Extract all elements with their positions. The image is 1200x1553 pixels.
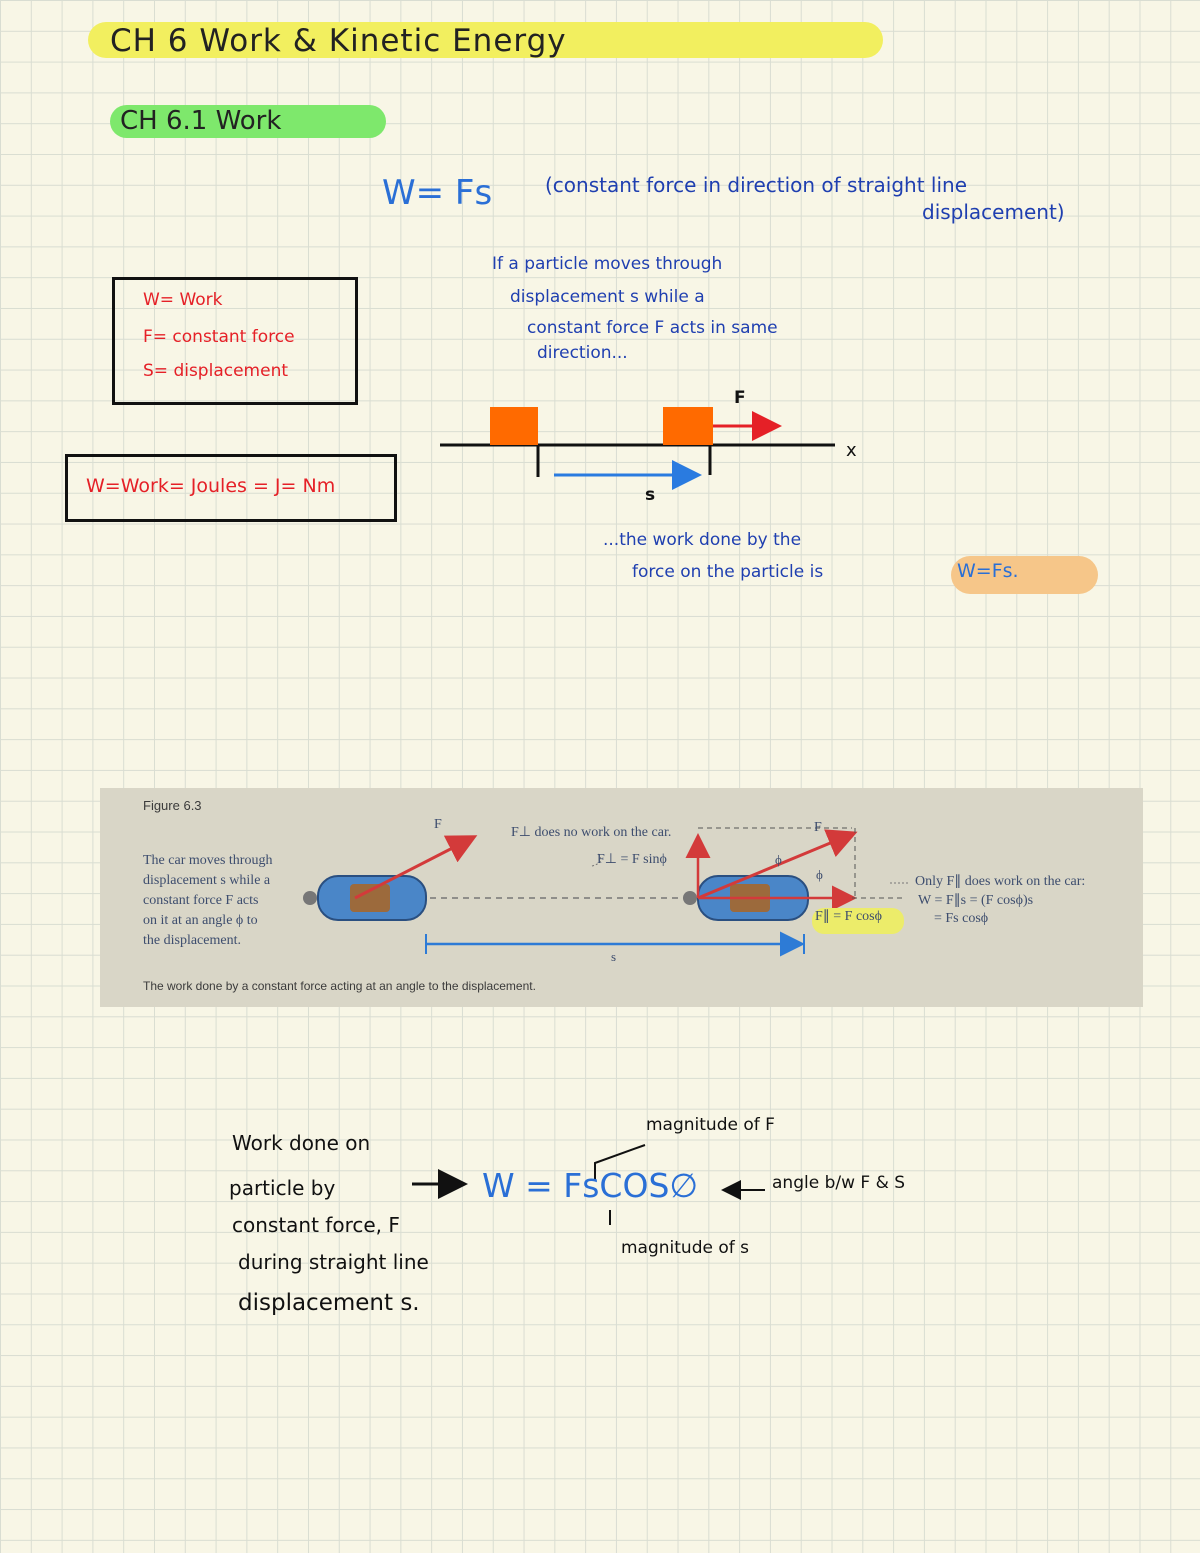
explanation-line-3: constant force F acts in same (527, 318, 778, 338)
f-perp-pointer (591, 853, 602, 867)
figure-caption-title: Figure 6.3 (143, 798, 202, 813)
fig-work-eq-1: W = F∥s = (F cosϕ)s (918, 893, 1034, 908)
bottom-note-line-2: particle by (229, 1176, 336, 1200)
explanation-line-4: direction... (537, 343, 628, 363)
definition-work: W= Work (143, 290, 223, 310)
fig-phi-label: ϕ (775, 852, 782, 867)
definitions-box (112, 277, 358, 405)
result-highlight (951, 556, 1098, 594)
formula-note: (constant force in direction of straight… (545, 173, 968, 197)
fig-force-label-2: F (814, 820, 822, 835)
work-formula: W= Fs (382, 173, 493, 213)
f-par-highlight (812, 908, 904, 934)
fig-only-note: Only F∥ does work on the car: (915, 874, 1086, 889)
figure-desc-line: constant force F acts (143, 893, 259, 908)
angle-note: angle b/w F & S (772, 1173, 906, 1193)
explanation-line-1: If a particle moves through (492, 254, 723, 274)
sketch-axis-label: x (846, 440, 857, 461)
bottom-note-line-3: constant force, F (232, 1213, 400, 1237)
block-displacement-sketch (440, 407, 835, 490)
force-vector-2 (697, 829, 858, 900)
figure-desc-line: the displacement. (143, 933, 241, 948)
mag-s-note: magnitude of s (621, 1238, 750, 1258)
fig-work-eq-2: = Fs cosϕ (934, 911, 989, 926)
bottom-note-line-4: during straight line (238, 1250, 429, 1274)
definition-displacement: S= displacement (143, 361, 289, 381)
sketch-force-label: F (734, 388, 746, 408)
sketch-disp-label: s (645, 485, 656, 505)
car-initial (303, 875, 427, 921)
section-heading: CH 6.1 Work (120, 106, 282, 136)
fig-f-perp-eq: F⊥ = F sinϕ (597, 852, 667, 867)
title-highlight (88, 22, 883, 58)
figure-desc-line: on it at an angle ϕ to (143, 913, 258, 928)
car-force-diagram (303, 827, 908, 957)
fig-f-perp-note: F⊥ does no work on the car. (511, 825, 672, 840)
bottom-annotation-arrows (412, 1144, 765, 1225)
fig-disp-label: s (611, 949, 617, 964)
explanation-line-2: displacement s while a (510, 287, 705, 307)
block-start (490, 407, 538, 445)
formula-note-continued: displacement) (922, 200, 1065, 224)
block-end (663, 407, 713, 445)
fig-phi-label-2: ϕ (816, 867, 823, 882)
section-highlight (110, 105, 386, 138)
figure-desc-line: The car moves through (143, 853, 273, 868)
bottom-formula: W = FsCOS∅ (482, 1166, 699, 1205)
force-vector-1 (354, 835, 478, 900)
fig-force-label: F (434, 817, 442, 832)
units-text: W=Work= Joules = J= Nm (86, 475, 336, 497)
figure-bottom-caption: The work done by a constant force acting… (143, 979, 536, 993)
definition-force: F= constant force (143, 327, 295, 347)
fig-f-par-eq: F∥ = F cosϕ (815, 909, 882, 924)
units-box (65, 454, 397, 522)
result-formula: W=Fs. (957, 560, 1019, 582)
page-title: CH 6 Work & Kinetic Energy (110, 23, 567, 59)
bottom-note-line-5: displacement s. (238, 1290, 420, 1316)
bottom-note-line-1: Work done on (232, 1131, 371, 1155)
figure-description: The car moves through displacement s whi… (143, 851, 272, 951)
mag-f-pointer (594, 1144, 646, 1180)
result-line-2: force on the particle is (632, 562, 824, 582)
figure-desc-line: displacement s while a (143, 873, 271, 888)
result-line-1: ...the work done by the (603, 530, 802, 550)
mag-f-note: magnitude of F (646, 1115, 775, 1135)
